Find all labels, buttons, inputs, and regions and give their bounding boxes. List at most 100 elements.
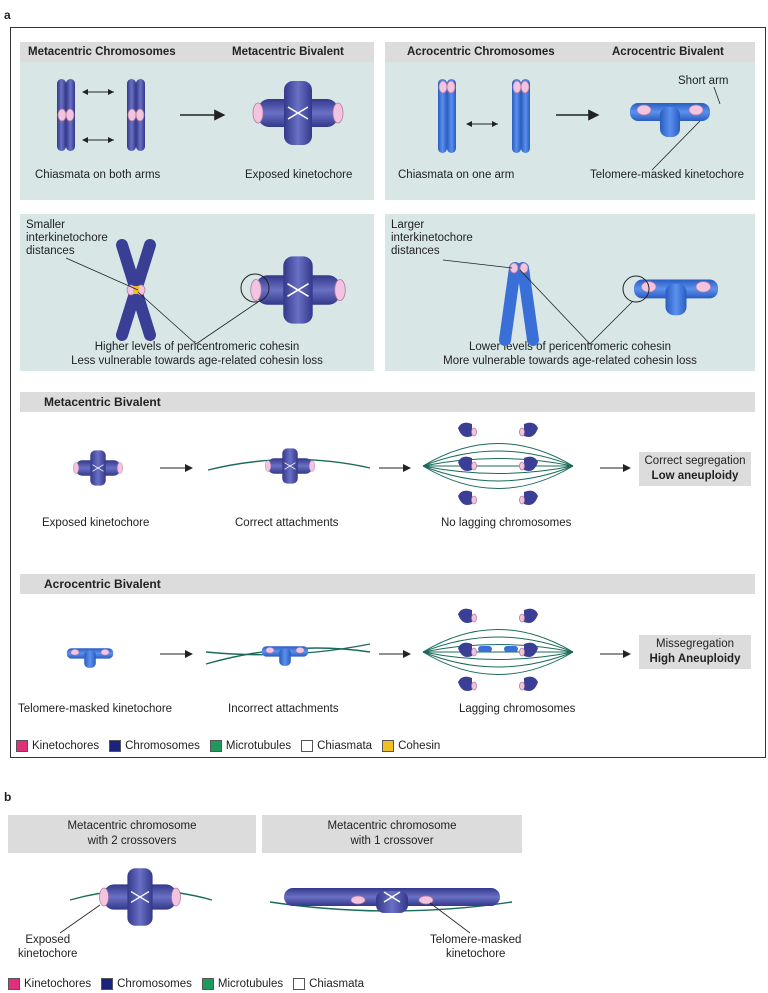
microtubule (422, 644, 574, 653)
chromosome-right (524, 456, 538, 471)
b-left-bivalent (99, 868, 181, 926)
chromatid (499, 262, 521, 346)
acrocentric-step2-label: Incorrect attachments (228, 703, 339, 715)
kinetochore-left (99, 887, 109, 907)
kinetochore (471, 647, 477, 657)
kinetochore-right (695, 281, 712, 293)
telomere-masked-kinetochore-label: Telomere-masked kinetochore (590, 169, 745, 181)
chromosome-left (458, 422, 472, 437)
metacentric-chromosome-1 (57, 79, 75, 151)
legend-a-cohesin: Cohesin (382, 740, 440, 752)
kinetochore (519, 262, 529, 274)
cohesin-leader-1 (137, 291, 197, 345)
short-arm-leader (713, 86, 721, 105)
smaller-line2: interkinetochore (26, 232, 108, 244)
kinetochore (519, 613, 525, 623)
legend-b-kinetochores: Kinetochores (8, 978, 91, 990)
b-exposed-line1: Exposed (25, 934, 71, 946)
kinetochore-left (636, 104, 652, 116)
kinetochore-left (250, 279, 262, 301)
larger-leader (442, 259, 513, 269)
row1-bivalent-attached (265, 448, 315, 484)
kinetochore-left (252, 102, 264, 124)
zoom-circle-left (240, 273, 270, 303)
smaller-leader (65, 257, 139, 291)
kinetochore-right (100, 649, 110, 656)
chiasma (287, 106, 309, 120)
row2-spindle (422, 608, 574, 691)
b-left-title-line2: with 2 crossovers (87, 835, 177, 847)
chromosome-left (458, 642, 472, 657)
kinetochore (471, 681, 477, 691)
microtubule (422, 458, 574, 467)
kinetochore (446, 80, 456, 94)
chromosome-left (458, 456, 472, 471)
b-right-title-line1: Metacentric chromosome (327, 820, 457, 832)
chromosome-right (524, 490, 538, 505)
chromosome-right (524, 642, 538, 657)
legend-a-kinetochores: Kinetochores (16, 740, 99, 752)
microtubule (422, 450, 574, 467)
kinetochore-left (265, 460, 271, 472)
lower-cohesin-line1: Lower levels of pericentromeric cohesin (469, 341, 671, 353)
microtubule (422, 465, 574, 489)
kinetochore (519, 681, 525, 691)
acrocentric-row-header: Acrocentric Bivalent (20, 574, 755, 594)
metacentric-row-header: Metacentric Bivalent (20, 392, 755, 412)
chiasmata-one-arm-label: Chiasmata on one arm (398, 169, 515, 181)
kinetochore-right (418, 895, 434, 905)
chromosome-left (458, 676, 472, 691)
metacentric-step3-label: No lagging chromosomes (441, 517, 572, 529)
acrocentric-outcome-box: Missegregation High Aneuploidy (639, 635, 751, 669)
chromosome-right (524, 608, 538, 623)
metacentric-chromosome-2 (127, 79, 145, 151)
zoom-circle-right (622, 275, 650, 303)
kinetochore (471, 613, 477, 623)
kinetochore-right (332, 102, 344, 124)
kinetochore (57, 108, 67, 122)
kinetochore-right (334, 279, 346, 301)
masked-kinetochore-leader (651, 120, 701, 171)
kinetochore (520, 80, 530, 94)
larger-line2: interkinetochore (391, 232, 473, 244)
row2-bivalent (66, 648, 114, 668)
b-masked-line2: kinetochore (445, 948, 506, 960)
kinetochore-left (350, 895, 366, 905)
kinetochore (519, 427, 525, 437)
acrocentric-outcome-line1: Missegregation (656, 638, 734, 650)
short-arm-label: Short arm (678, 75, 729, 87)
acrocentric-header-bar (385, 42, 755, 62)
b-masked-leader (429, 902, 471, 934)
microtubule (422, 629, 574, 653)
lagging-chromosome (478, 646, 492, 652)
kinetochore (471, 495, 477, 505)
metacentric-outcome-line1: Correct segregation (644, 455, 746, 467)
b-right-title-box: Metacentric chromosome with 1 crossover (262, 815, 522, 853)
kinetochore (135, 108, 145, 122)
kinetochore (519, 495, 525, 505)
b-masked-label: Telomere-masked kinetochore (430, 933, 521, 961)
bivalent-stem (660, 107, 680, 137)
cohesin-leader-4 (589, 301, 633, 345)
microtubule (422, 651, 574, 668)
chromatid (517, 262, 539, 346)
bivalent-stem (665, 283, 687, 316)
legend-b-chromosomes: Chromosomes (101, 978, 192, 990)
chromatid (438, 79, 447, 153)
kinetochore-right (688, 104, 704, 116)
b-exposed-label: Exposed kinetochore (18, 933, 77, 961)
kinetochore-left (265, 647, 275, 654)
kinetochore (512, 80, 522, 94)
chiasma (92, 464, 104, 472)
metacentric-outcome-box: Correct segregation Low aneuploidy (639, 452, 751, 486)
cohesin (133, 286, 139, 294)
chromosome-left (458, 608, 472, 623)
cohesin-leader-2 (195, 301, 259, 345)
kinetochore (471, 461, 477, 471)
panel-a-frame (10, 27, 766, 758)
acrocentric-chromosomes-title: Acrocentric Chromosomes (407, 46, 555, 58)
b-left-title-box: Metacentric chromosome with 2 crossovers (8, 815, 256, 853)
kinetochore-right (117, 462, 123, 474)
lower-cohesin-text: Lower levels of pericentromeric cohesin … (385, 340, 755, 368)
